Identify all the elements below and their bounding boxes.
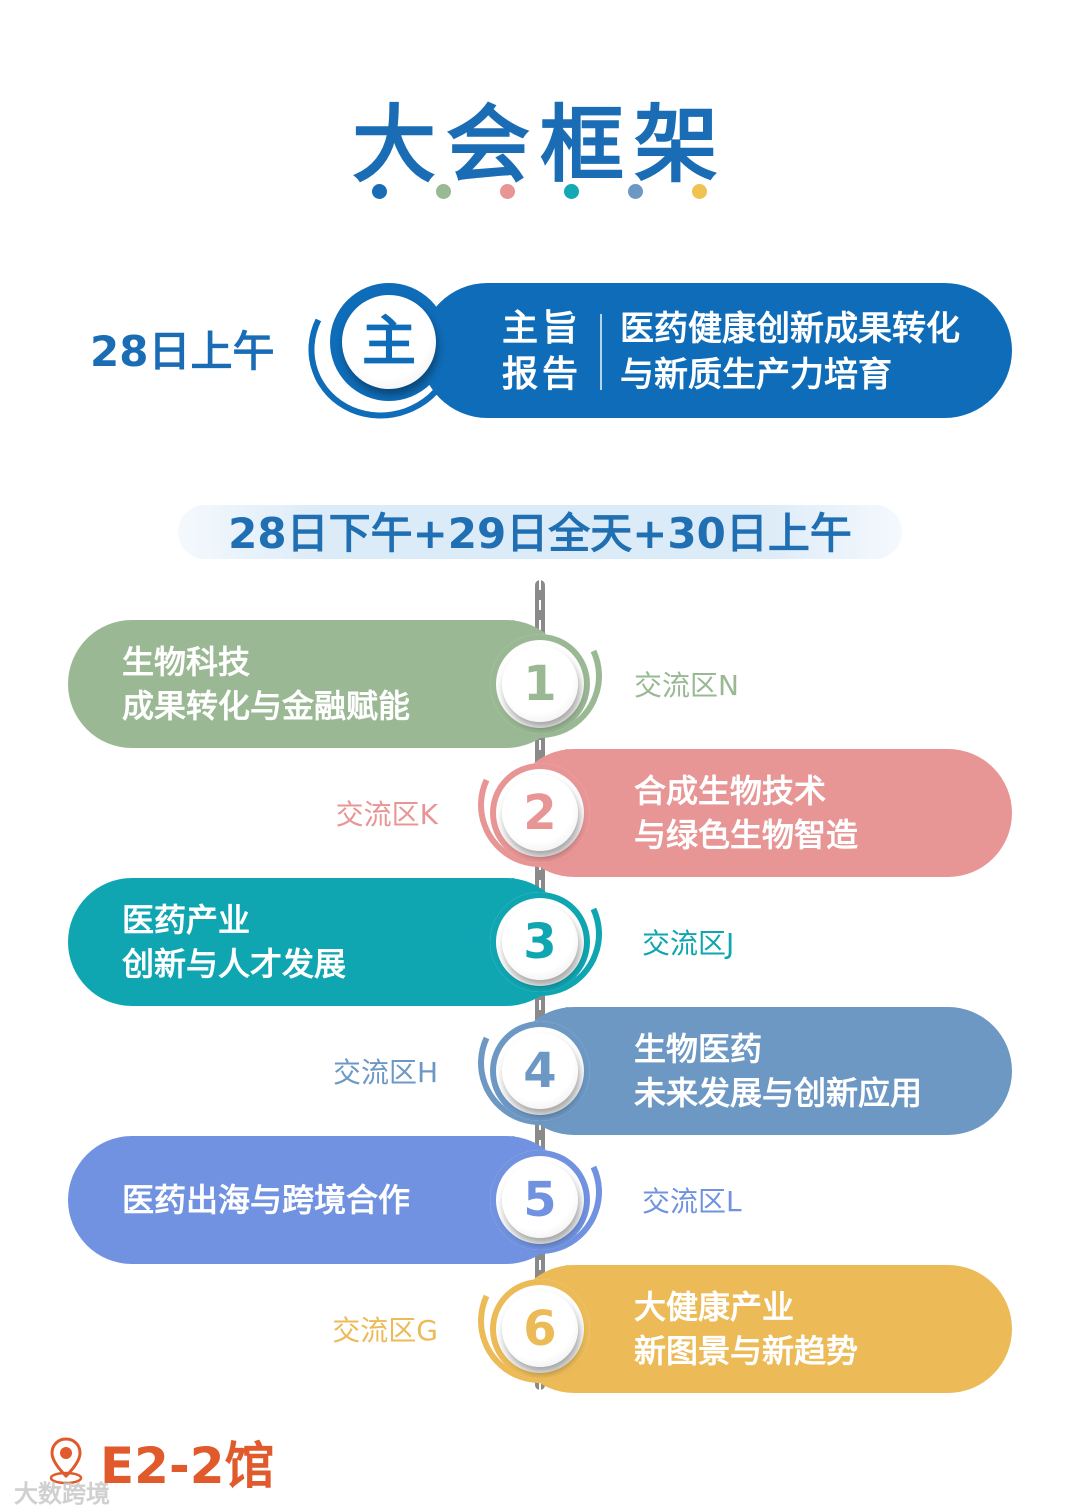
title-dot — [628, 184, 643, 199]
forum-title-line2: 新图景与新趋势 — [634, 1332, 859, 1370]
forum-title-line1: 医药出海与跨境合作 — [122, 1181, 411, 1219]
title-dot — [564, 184, 579, 199]
page-title: 大会框架 — [351, 96, 728, 194]
forum-number: 2 — [502, 775, 578, 851]
forum-title-line2: 成果转化与金融赋能 — [122, 687, 411, 725]
forum-title-line1: 生物医药 — [634, 1030, 763, 1068]
main-session-badge: 主 — [342, 295, 436, 389]
main-session-topic-line1: 医药健康创新成果转化 — [620, 309, 960, 349]
main-session-time: 28日上午 — [90, 327, 275, 376]
forum-zone: 交流区K — [335, 798, 438, 831]
divider — [600, 314, 602, 390]
forum-title: 医药产业创新与人才发展 — [122, 898, 346, 986]
forum-title-line1: 医药产业 — [122, 901, 251, 939]
forum-time-band — [178, 505, 902, 559]
forum-pill — [68, 1136, 570, 1264]
forum-zone: 交流区N — [634, 669, 739, 702]
forum-title-line1: 生物科技 — [122, 643, 251, 681]
forum-zone: 交流区G — [332, 1314, 438, 1347]
forum-zone: 交流区H — [332, 1056, 438, 1089]
main-session-tag: 主旨 报告 — [502, 306, 586, 398]
forum-title: 大健康产业新图景与新趋势 — [634, 1285, 858, 1373]
forum-pill — [510, 749, 1012, 877]
forum-number: 1 — [502, 646, 578, 722]
forum-pill — [68, 878, 570, 1006]
main-session-tag-line2: 报告 — [502, 354, 583, 395]
forum-title-line2: 未来发展与创新应用 — [634, 1074, 923, 1112]
forum-zone: 交流区J — [642, 927, 735, 960]
forum-number: 5 — [502, 1162, 578, 1238]
forum-pill — [510, 1007, 1012, 1135]
forum-title: 医药出海与跨境合作 — [122, 1178, 410, 1222]
forum-pill — [510, 1265, 1012, 1393]
forum-number: 6 — [502, 1291, 578, 1367]
forum-number: 4 — [502, 1033, 578, 1109]
forum-title-line2: 与绿色生物智造 — [634, 816, 859, 854]
forum-title: 生物科技成果转化与金融赋能 — [122, 640, 410, 728]
forum-title: 生物医药未来发展与创新应用 — [634, 1027, 922, 1115]
main-session-topic: 医药健康创新成果转化 与新质生产力培育 — [620, 306, 960, 398]
forum-zone: 交流区L — [642, 1185, 742, 1218]
venue-label: E2-2馆 — [100, 1437, 275, 1495]
title-dot — [372, 184, 387, 199]
location-pin-icon — [49, 1437, 83, 1485]
forum-pill — [68, 620, 570, 748]
title-dot — [692, 184, 707, 199]
forum-title-line1: 合成生物技术 — [634, 772, 827, 810]
main-session-topic-line2: 与新质生产力培育 — [620, 355, 892, 395]
forum-title-line1: 大健康产业 — [634, 1288, 795, 1326]
main-session-pill — [420, 283, 1012, 418]
forum-title: 合成生物技术与绿色生物智造 — [634, 769, 858, 857]
main-session-tag-line1: 主旨 — [502, 308, 583, 349]
forum-time: 28日下午+29日全天+30日上午 — [228, 509, 852, 558]
watermark: 大数跨境 — [14, 1480, 110, 1508]
title-dot — [500, 184, 515, 199]
forum-number: 3 — [502, 904, 578, 980]
forum-title-line2: 创新与人才发展 — [122, 945, 347, 983]
title-dot — [436, 184, 451, 199]
